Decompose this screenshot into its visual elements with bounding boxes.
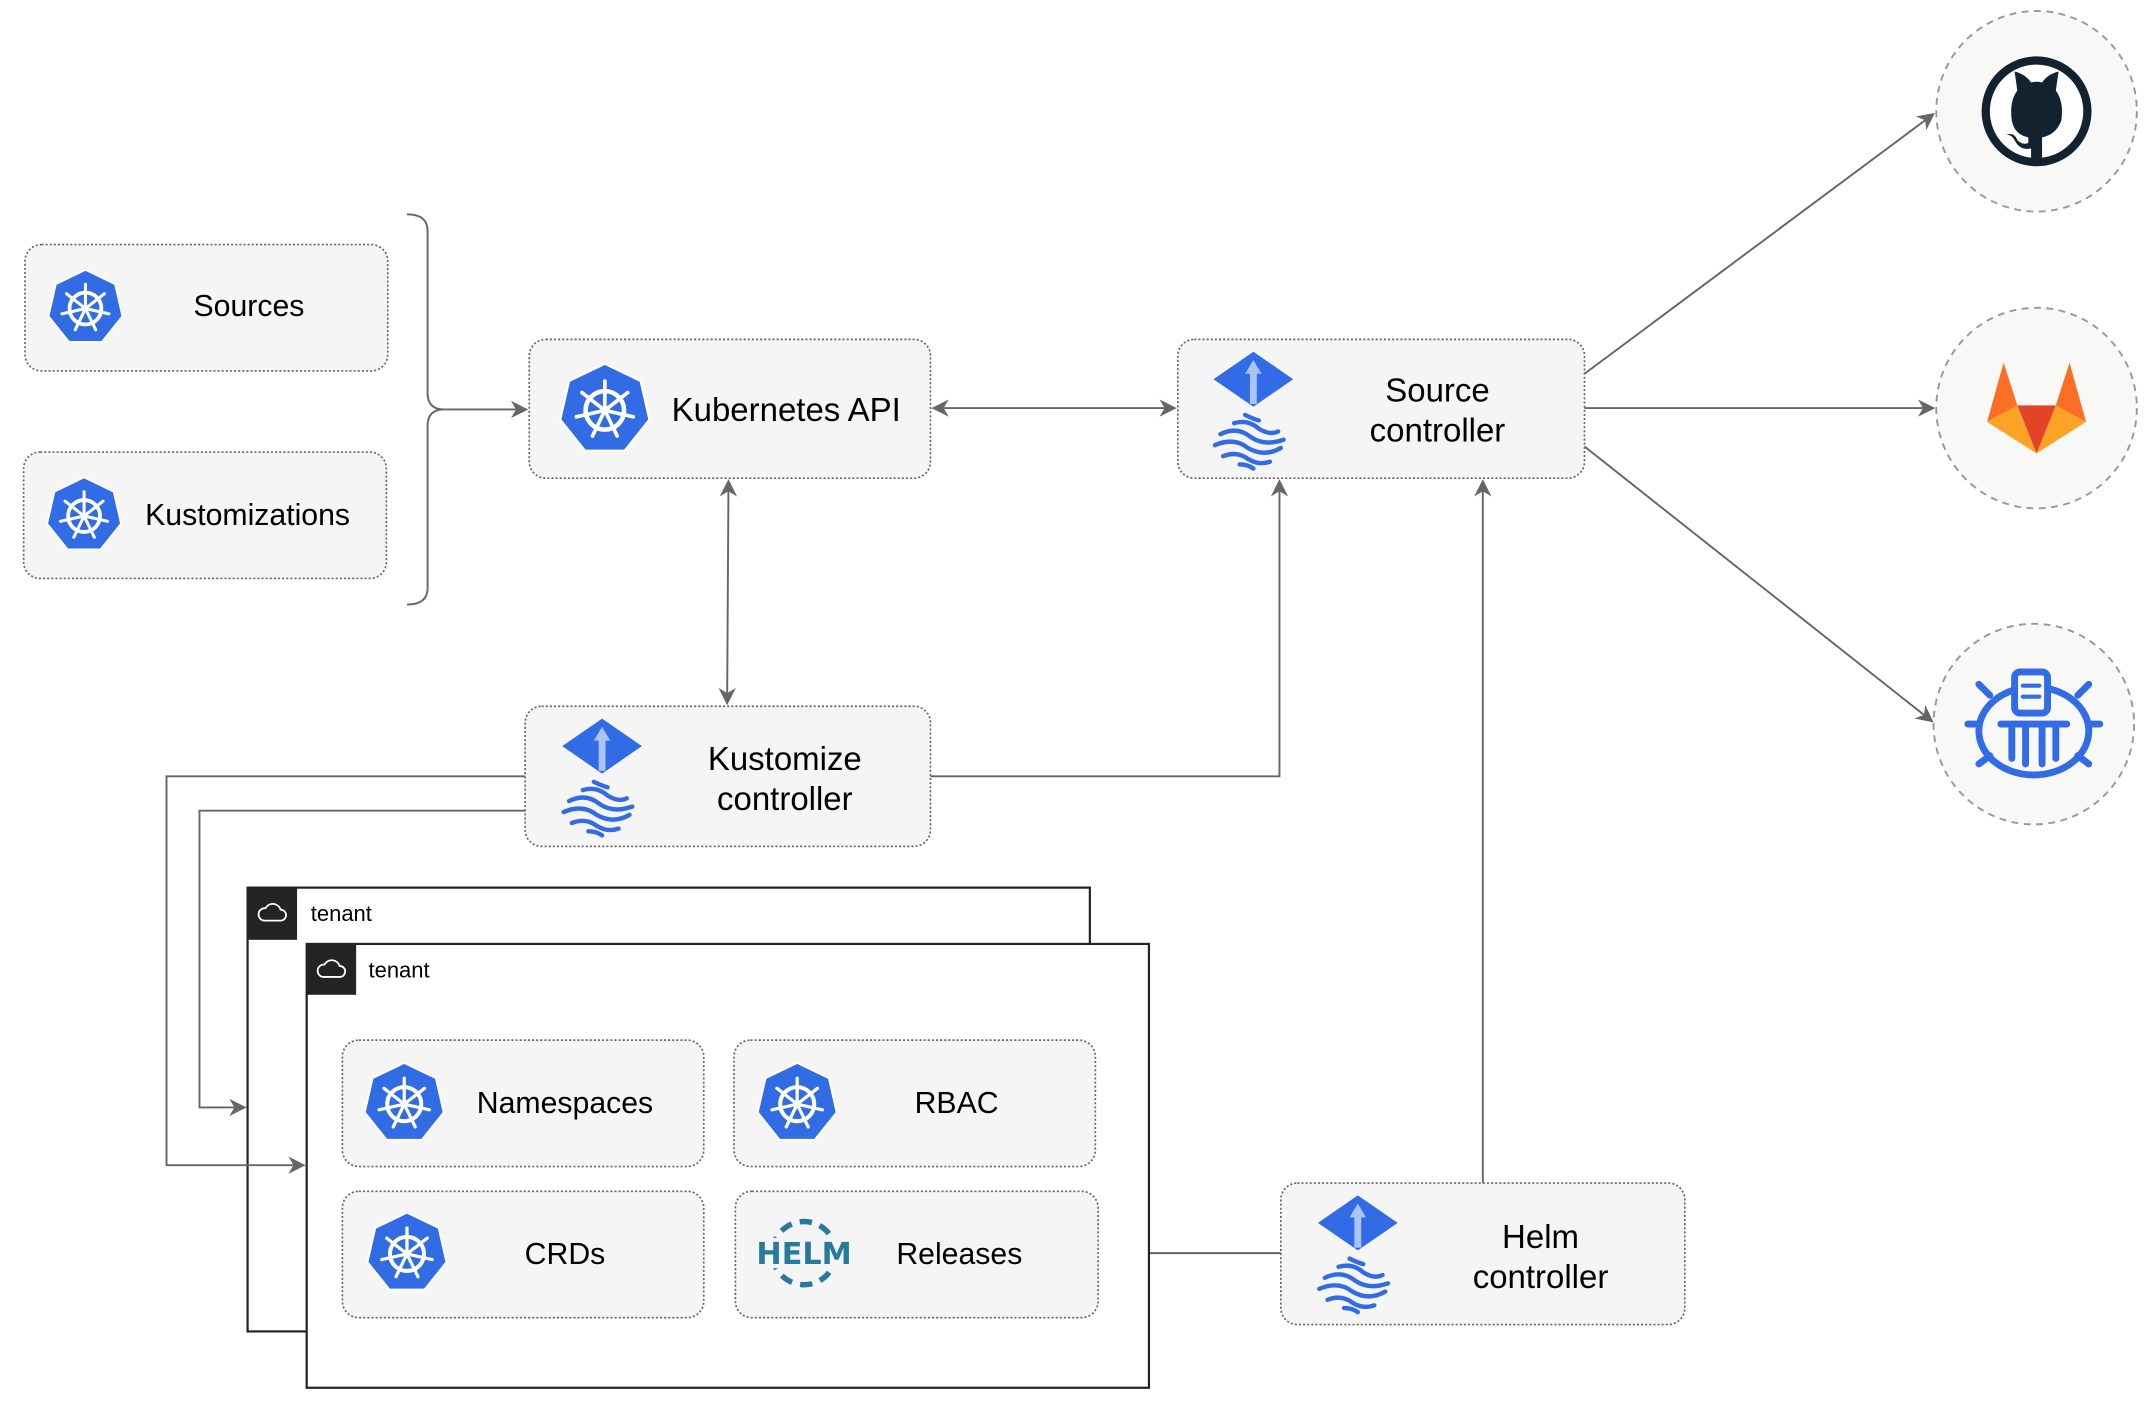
edge-kubernetes-api-kustomize-controller <box>718 479 738 706</box>
edge-source-to-github <box>1583 113 1935 375</box>
node-label: Source <box>1385 372 1489 409</box>
node-label: Kustomizations <box>145 499 350 532</box>
node-label: Kubernetes API <box>672 391 901 428</box>
edges <box>406 113 1936 1262</box>
group-bracket <box>406 213 445 606</box>
edge-kustomize-to-tenant-2 <box>165 775 526 1174</box>
node-label: Releases <box>896 1238 1022 1271</box>
node-namespaces[interactable]: Namespaces <box>341 1039 705 1168</box>
node-label: Sources <box>194 290 305 323</box>
node-label: RBAC <box>915 1087 999 1120</box>
edge-kustomize-to-source-controller <box>930 479 1289 778</box>
github-icon <box>1981 56 2092 167</box>
tenant-header-badge <box>247 887 298 940</box>
edge-kustomize-to-tenant-1 <box>198 809 526 1117</box>
node-label: controller <box>1370 412 1506 449</box>
external-gitlab[interactable] <box>1935 306 2138 510</box>
node-kustomize-controller[interactable]: Kustomize controller <box>524 705 932 848</box>
tenant-label: tenant <box>311 901 372 926</box>
tenant-header-badge <box>306 943 357 995</box>
node-crds[interactable]: CRDs <box>341 1190 705 1319</box>
node-label: controller <box>717 780 853 817</box>
node-rbac[interactable]: RBAC <box>733 1039 1097 1168</box>
helm-icon: HELM <box>755 1218 853 1288</box>
node-releases[interactable]: HELM Releases <box>734 1190 1099 1319</box>
node-kubernetes-api[interactable]: Kubernetes API <box>528 338 932 479</box>
node-kustomizations[interactable]: Kustomizations <box>22 451 388 580</box>
gitlab-icon <box>1987 362 2087 454</box>
node-helm-controller[interactable]: Helm controller <box>1280 1182 1686 1326</box>
external-github[interactable] <box>1935 10 2138 213</box>
external-bucket[interactable] <box>1932 622 2136 826</box>
bucket-icon <box>1964 668 2104 779</box>
edge-source-to-bucket <box>1583 445 1934 723</box>
node-label: Kustomize <box>708 740 862 777</box>
node-label: Helm <box>1502 1218 1579 1255</box>
tenant-label: tenant <box>369 958 430 983</box>
node-sources[interactable]: Sources <box>24 243 389 372</box>
node-label: Namespaces <box>477 1087 653 1120</box>
node-label: CRDs <box>525 1238 606 1271</box>
node-label: controller <box>1473 1258 1609 1295</box>
helm-icon-text: HELM <box>756 1237 851 1272</box>
node-source-controller[interactable]: Source controller <box>1176 338 1586 479</box>
